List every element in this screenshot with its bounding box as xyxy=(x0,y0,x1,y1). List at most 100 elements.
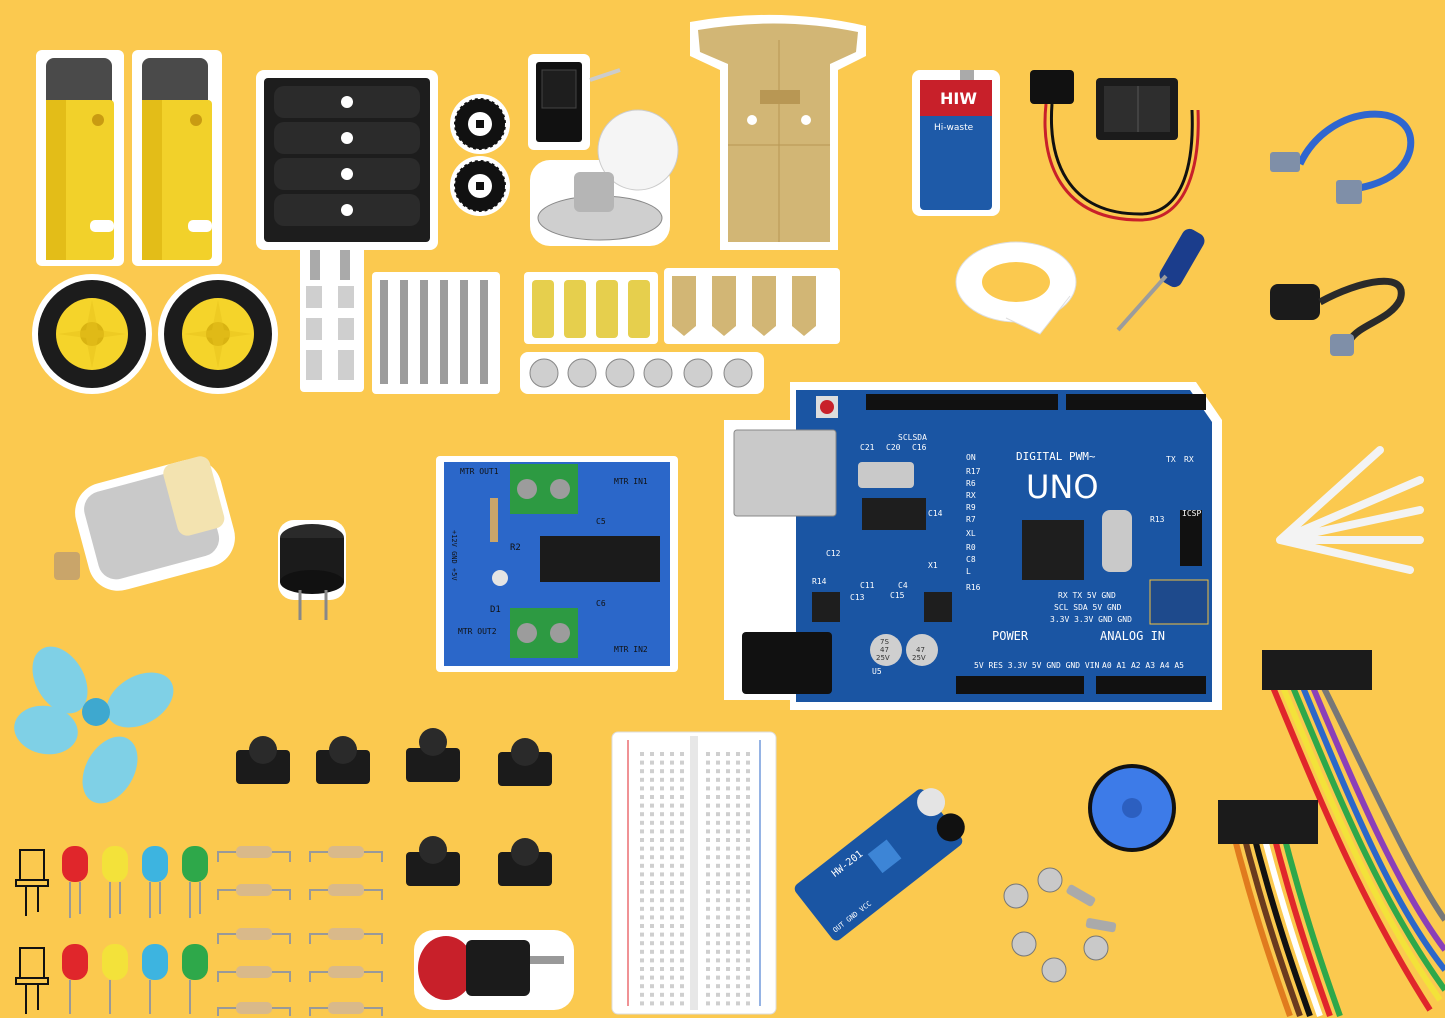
breadboard-hole xyxy=(746,838,750,842)
driver-in2: MTR IN2 xyxy=(614,645,648,654)
pulley xyxy=(1088,764,1176,852)
breadboard-hole xyxy=(706,975,710,980)
breadboard-hole xyxy=(716,915,720,920)
wheel xyxy=(32,274,152,394)
breadboard-hole xyxy=(660,992,664,997)
breadboard-hole xyxy=(650,889,654,894)
breadboard-hole xyxy=(726,932,730,937)
encoder-disc xyxy=(450,156,510,216)
breadboard-hole xyxy=(716,941,720,946)
breadboard-hole xyxy=(716,803,720,808)
breadboard-hole xyxy=(680,760,684,765)
breadboard-hole xyxy=(726,941,730,946)
breadboard-hole xyxy=(650,941,654,946)
breadboard-hole xyxy=(726,992,730,997)
arduino-digital-label: DIGITAL PWM~ xyxy=(1016,450,1096,463)
breadboard-hole xyxy=(650,975,654,980)
breadboard-hole xyxy=(640,1001,644,1006)
breadboard-hole xyxy=(680,1001,684,1006)
breadboard-hole xyxy=(736,760,740,765)
breadboard-hole xyxy=(726,795,730,799)
breadboard-hole xyxy=(640,924,644,928)
breadboard-hole xyxy=(746,777,750,782)
breadboard-hole xyxy=(660,967,664,971)
breadboard-hole xyxy=(660,958,664,963)
breadboard-hole xyxy=(726,958,730,963)
breadboard-hole xyxy=(640,881,644,885)
arduino-l: L xyxy=(966,567,971,576)
driver-c5: C5 xyxy=(596,517,606,526)
breadboard-hole xyxy=(660,760,664,765)
breadboard-hole xyxy=(680,752,684,756)
breadboard-hole xyxy=(670,898,674,903)
breadboard-hole xyxy=(680,958,684,963)
usb-cable xyxy=(1270,110,1415,204)
breadboard-hole xyxy=(680,803,684,808)
arduino-u5: U5 xyxy=(872,667,882,676)
breadboard-hole xyxy=(706,932,710,937)
breadboard-hole xyxy=(680,786,684,791)
arduino-on-label: ON xyxy=(966,453,976,462)
breadboard-hole xyxy=(650,769,654,774)
breadboard-hole xyxy=(726,967,730,971)
breadboard-hole xyxy=(650,932,654,937)
breadboard-hole xyxy=(706,941,710,946)
tactile-button xyxy=(498,838,552,886)
resistors xyxy=(217,846,383,1016)
breadboard-hole xyxy=(726,889,730,894)
breadboard-hole xyxy=(670,812,674,817)
breadboard-hole xyxy=(650,855,654,860)
breadboard-hole xyxy=(670,752,674,756)
arduino-cap-volt-2: 25V xyxy=(912,654,926,662)
driver-out2: MTR OUT2 xyxy=(458,627,497,636)
arduino-cap-label-1: 47 xyxy=(880,646,889,654)
breadboard-hole xyxy=(670,846,674,851)
tactile-button xyxy=(406,836,460,886)
breadboard-hole xyxy=(670,949,674,954)
breadboard-hole xyxy=(706,855,710,860)
breadboard-hole xyxy=(706,829,710,834)
breadboard-hole xyxy=(670,915,674,920)
breadboard-hole xyxy=(640,752,644,756)
breadboard-hole xyxy=(650,786,654,791)
arduino-c21: C21 xyxy=(860,443,875,452)
breadboard-hole xyxy=(716,863,720,868)
arduino-cap-volt-1: 25V xyxy=(876,654,890,662)
breadboard-hole xyxy=(650,752,654,756)
breadboard-hole xyxy=(746,898,750,903)
breadboard-hole xyxy=(746,975,750,980)
tactile-button xyxy=(236,736,290,784)
breadboard-hole xyxy=(650,1001,654,1006)
breadboard-hole xyxy=(706,881,710,885)
breadboard-hole xyxy=(670,863,674,868)
breadboard-hole xyxy=(716,984,720,989)
breadboard-hole xyxy=(680,846,684,851)
arduino-tx-label: TX xyxy=(1166,455,1176,464)
breadboard-hole xyxy=(680,777,684,782)
arduino-c8: C8 xyxy=(966,555,976,564)
breadboard-hole xyxy=(640,906,644,911)
double-sided-tape xyxy=(955,241,1077,335)
breadboard-hole xyxy=(640,760,644,765)
breadboard-hole xyxy=(680,855,684,860)
breadboard-hole xyxy=(706,906,710,911)
breadboard-hole xyxy=(716,881,720,885)
breadboard-hole xyxy=(736,769,740,774)
breadboard-hole xyxy=(640,855,644,860)
breadboard-hole xyxy=(736,795,740,799)
breadboard-hole xyxy=(746,786,750,791)
breadboard-hole xyxy=(640,803,644,808)
breadboard-hole xyxy=(736,838,740,842)
breadboard-hole xyxy=(726,906,730,911)
breadboard-hole xyxy=(726,863,730,868)
breadboard-hole xyxy=(660,915,664,920)
breadboard-hole xyxy=(746,855,750,860)
arduino-cap-id: 7S xyxy=(880,638,889,646)
breadboard-hole xyxy=(650,992,654,997)
small-screws-nuts xyxy=(1003,867,1117,983)
breadboard-hole xyxy=(660,803,664,808)
arduino-c12: C12 xyxy=(826,549,841,558)
breadboard-hole xyxy=(726,838,730,842)
breadboard-hole xyxy=(650,777,654,782)
breadboard-hole xyxy=(670,786,674,791)
